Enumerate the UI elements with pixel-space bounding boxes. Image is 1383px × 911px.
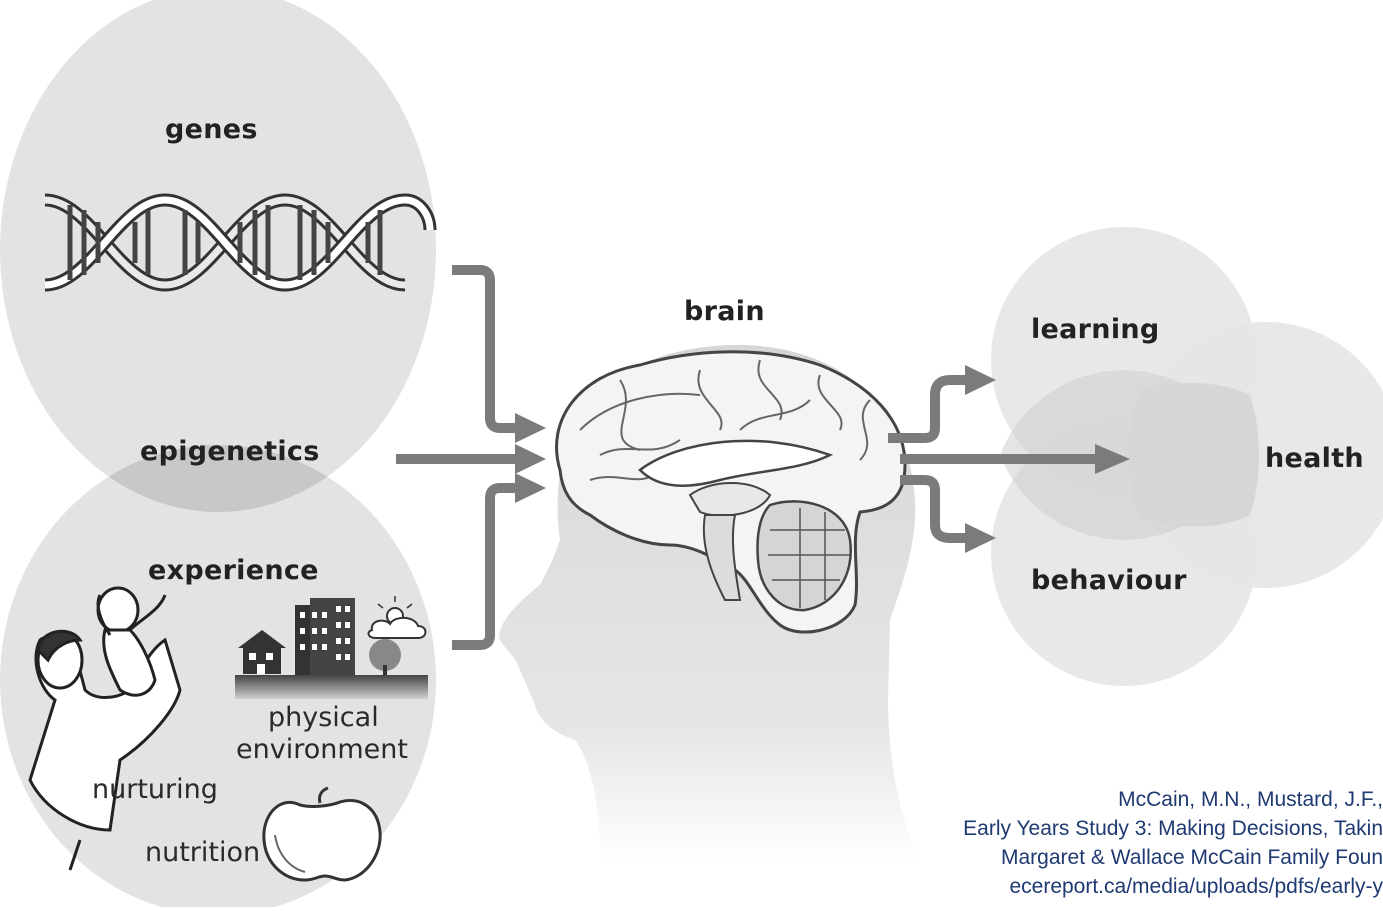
label-learning: learning	[1031, 314, 1160, 345]
house-icon	[238, 630, 286, 674]
ground	[235, 675, 428, 699]
arrow-experience-to-brain	[452, 483, 515, 650]
arrowhead-genes	[515, 413, 546, 443]
apple-icon	[262, 786, 382, 882]
label-health: health	[1265, 443, 1364, 474]
arrowhead-learning	[965, 365, 996, 395]
citation-line-4: ecereport.ca/media/uploads/pdfs/early-y	[1009, 875, 1383, 898]
label-behaviour: behaviour	[1031, 565, 1187, 596]
label-brain: brain	[684, 296, 765, 327]
tree-sun-icon	[367, 596, 427, 677]
arrow-genes-to-brain	[452, 265, 515, 433]
label-environment: environment	[236, 734, 408, 765]
label-nurturing: nurturing	[92, 774, 218, 805]
arrow-brain-to-learning	[888, 375, 965, 443]
label-experience: experience	[148, 555, 319, 586]
label-genes: genes	[165, 114, 258, 145]
brain-icon	[555, 350, 907, 634]
label-epigenetics: epigenetics	[140, 436, 320, 467]
citation: McCain, M.N., Mustard, J.F., Early Years…	[743, 785, 1383, 901]
arrowhead-experience	[515, 473, 546, 503]
arrow-brain-to-behaviour	[900, 475, 965, 543]
arrow-brain-to-health	[900, 444, 1130, 474]
citation-line-2: Early Years Study 3: Making Decisions, T…	[963, 817, 1383, 840]
label-nutrition: nutrition	[145, 837, 261, 868]
dna-helix-icon	[44, 193, 437, 292]
arrow-epigenetics-to-brain	[396, 444, 546, 474]
arrowhead-behaviour	[965, 523, 996, 553]
citation-line-1: McCain, M.N., Mustard, J.F.,	[1118, 788, 1383, 811]
label-physical: physical	[268, 702, 379, 733]
outcome-overlaps	[1000, 370, 1259, 540]
parent-holding-baby-icon	[28, 586, 182, 871]
citation-line-3: Margaret & Wallace McCain Family Foun	[1001, 846, 1383, 869]
apartment-building-icon	[295, 598, 355, 677]
